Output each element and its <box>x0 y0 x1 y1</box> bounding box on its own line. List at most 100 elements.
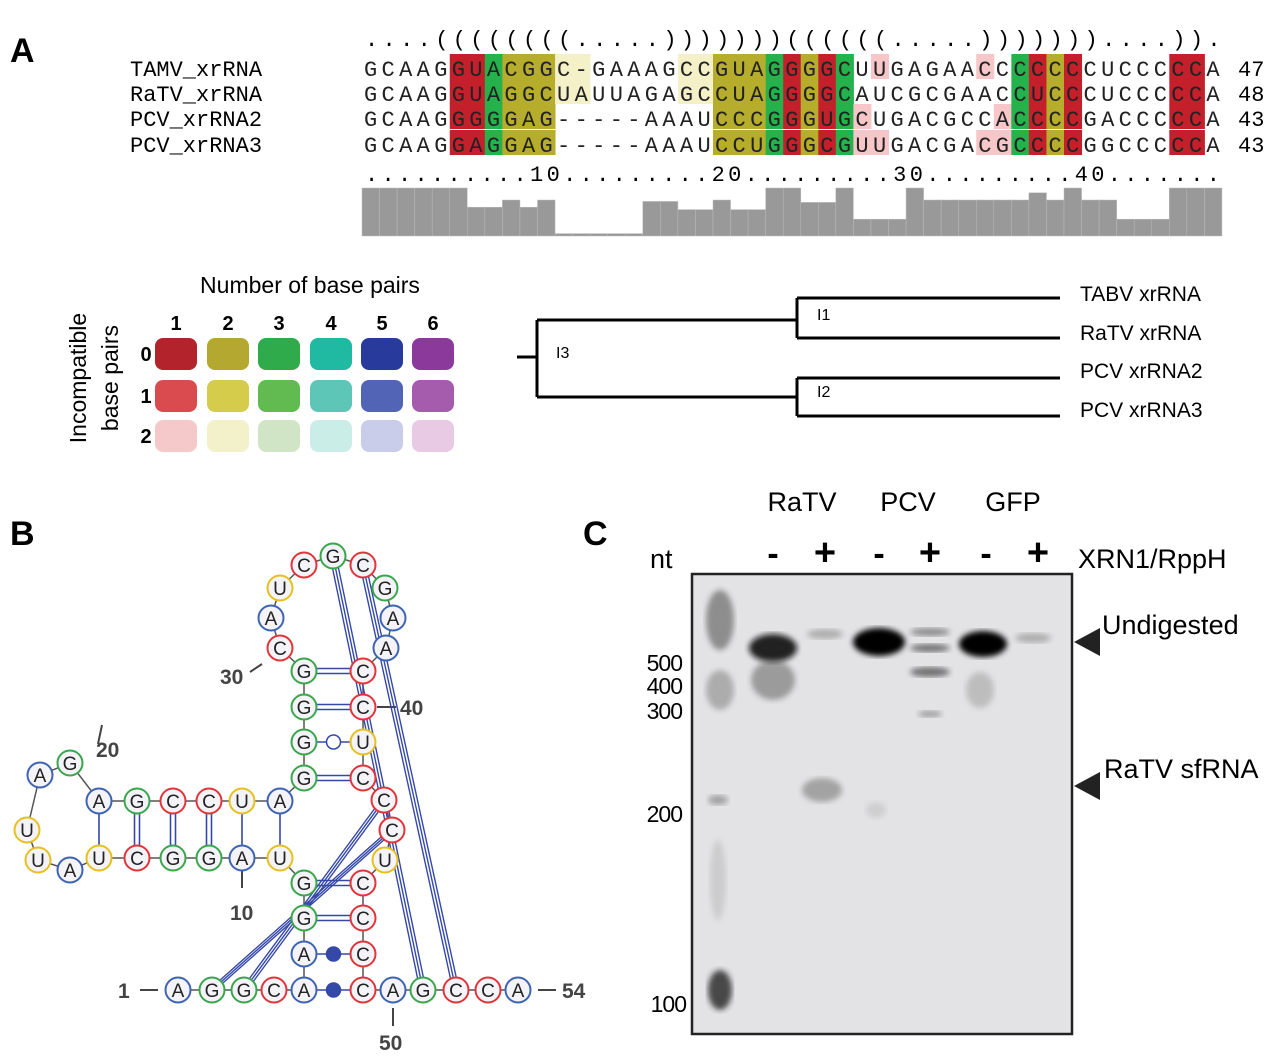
alignment-cell-highlight <box>695 79 714 104</box>
conservation-bar <box>940 199 959 237</box>
nucleotide: A <box>908 108 922 133</box>
nucleotide: G <box>768 83 781 108</box>
nucleotide: G <box>891 108 904 133</box>
alignment-cell-highlight <box>818 104 837 129</box>
nucleotide: - <box>575 58 588 83</box>
sequence-length: 43 <box>1238 108 1264 133</box>
lane-group-label: RaTV <box>767 487 836 517</box>
nucleotide: U <box>855 134 868 159</box>
nucleotide: U <box>820 108 833 133</box>
nucleotide: G <box>540 134 553 159</box>
structure-char: ( <box>435 28 448 53</box>
structure-char: ( <box>488 28 501 53</box>
nucleotide: C <box>557 58 570 83</box>
nucleotide-circle <box>123 844 151 872</box>
conservation-bar <box>800 202 819 237</box>
nucleotide: G <box>803 83 816 108</box>
nucleotide-letter: C <box>273 639 287 660</box>
alignment-cell-highlight <box>502 79 521 104</box>
nucleotide: A <box>978 83 992 108</box>
alignment-cell-highlight <box>1064 54 1083 79</box>
alignment-cell-highlight <box>1046 79 1065 104</box>
nucleotide: G <box>996 134 1009 159</box>
nucleotide: A <box>417 108 431 133</box>
nucleotide: C <box>1048 83 1061 108</box>
arrow-undigested-icon <box>1074 628 1100 656</box>
nucleotide: G <box>838 134 851 159</box>
nucleotide: - <box>610 108 623 133</box>
nucleotide: A <box>610 58 624 83</box>
nucleotide: G <box>785 108 798 133</box>
alignment-cell-highlight <box>976 130 995 155</box>
alignment-cell-highlight <box>484 54 503 79</box>
alignment-cell-highlight <box>537 104 556 129</box>
structure-char: ( <box>786 28 799 53</box>
nucleotide: U <box>557 83 570 108</box>
nucleotide-letter: C <box>385 821 399 842</box>
conservation-bar <box>782 187 802 237</box>
nucleotide: G <box>1084 134 1097 159</box>
nucleotide: G <box>504 83 517 108</box>
nucleotide-circle <box>504 976 532 1004</box>
nucleotide-circle <box>266 634 294 662</box>
treatment-label: + <box>814 532 836 574</box>
gel-band <box>802 778 842 802</box>
nucleotide-letter: G <box>202 849 217 870</box>
structure-char: ) <box>979 28 992 53</box>
conservation-bar <box>572 233 591 237</box>
structure-char: . <box>1102 28 1115 53</box>
nucleotide-circle <box>159 844 187 872</box>
legend-column-label: 1 <box>170 313 181 335</box>
conservation-bar <box>976 199 995 237</box>
nucleotide: G <box>452 58 465 83</box>
nucleotide: A <box>680 108 694 133</box>
nucleotide-letter: C <box>356 945 370 966</box>
sequence-name: RaTV_xrRNA <box>130 83 263 108</box>
alignment-cell-highlight <box>1169 104 1188 129</box>
gel-band <box>910 667 950 677</box>
nucleotide: A <box>1206 83 1220 108</box>
nucleotide-circle <box>195 844 223 872</box>
nucleotide: C <box>715 108 728 133</box>
gel-band <box>749 634 797 662</box>
structure-char: . <box>576 28 589 53</box>
nucleotide: A <box>487 58 501 83</box>
gel-band <box>918 711 942 717</box>
structure-char: ) <box>716 28 729 53</box>
nucleotide: G <box>926 58 939 83</box>
alignment-cell-highlight <box>800 104 819 129</box>
alignment-cell-highlight <box>765 130 784 155</box>
conservation-bar <box>1116 218 1135 237</box>
nucleotide: C <box>1013 134 1026 159</box>
legend-swatch <box>310 420 352 452</box>
alignment-cell-highlight <box>765 54 784 79</box>
nucleotide: A <box>908 58 922 83</box>
structure-char: . <box>611 28 624 53</box>
alignment-cell-highlight <box>713 104 732 129</box>
nucleotide-letter: C <box>449 981 463 1002</box>
structure-char: . <box>593 28 606 53</box>
marker-label: 300 <box>647 698 683 724</box>
nucleotide-circle <box>442 976 470 1004</box>
alignment-cell-highlight <box>800 79 819 104</box>
alignment-cell-highlight <box>713 79 732 104</box>
structure-char: . <box>1207 28 1220 53</box>
nucleotide: G <box>522 58 535 83</box>
nucleotide: C <box>715 83 728 108</box>
conservation-bar <box>730 209 749 237</box>
nucleotide: C <box>1189 58 1202 83</box>
legend-row-label: 0 <box>140 344 151 366</box>
nucleotide: C <box>996 83 1009 108</box>
structure-char: . <box>927 28 940 53</box>
legend-swatch <box>155 338 197 370</box>
nucleotide: A <box>855 83 869 108</box>
legend-swatch <box>207 338 249 370</box>
nucleotide: G <box>504 108 517 133</box>
conservation-bar <box>625 233 644 237</box>
nucleotide: C <box>1171 58 1184 83</box>
alignment-cell-highlight <box>484 79 503 104</box>
structure-char: ) <box>698 28 711 53</box>
conservation-bar <box>484 206 503 237</box>
structure-char: ( <box>470 28 483 53</box>
